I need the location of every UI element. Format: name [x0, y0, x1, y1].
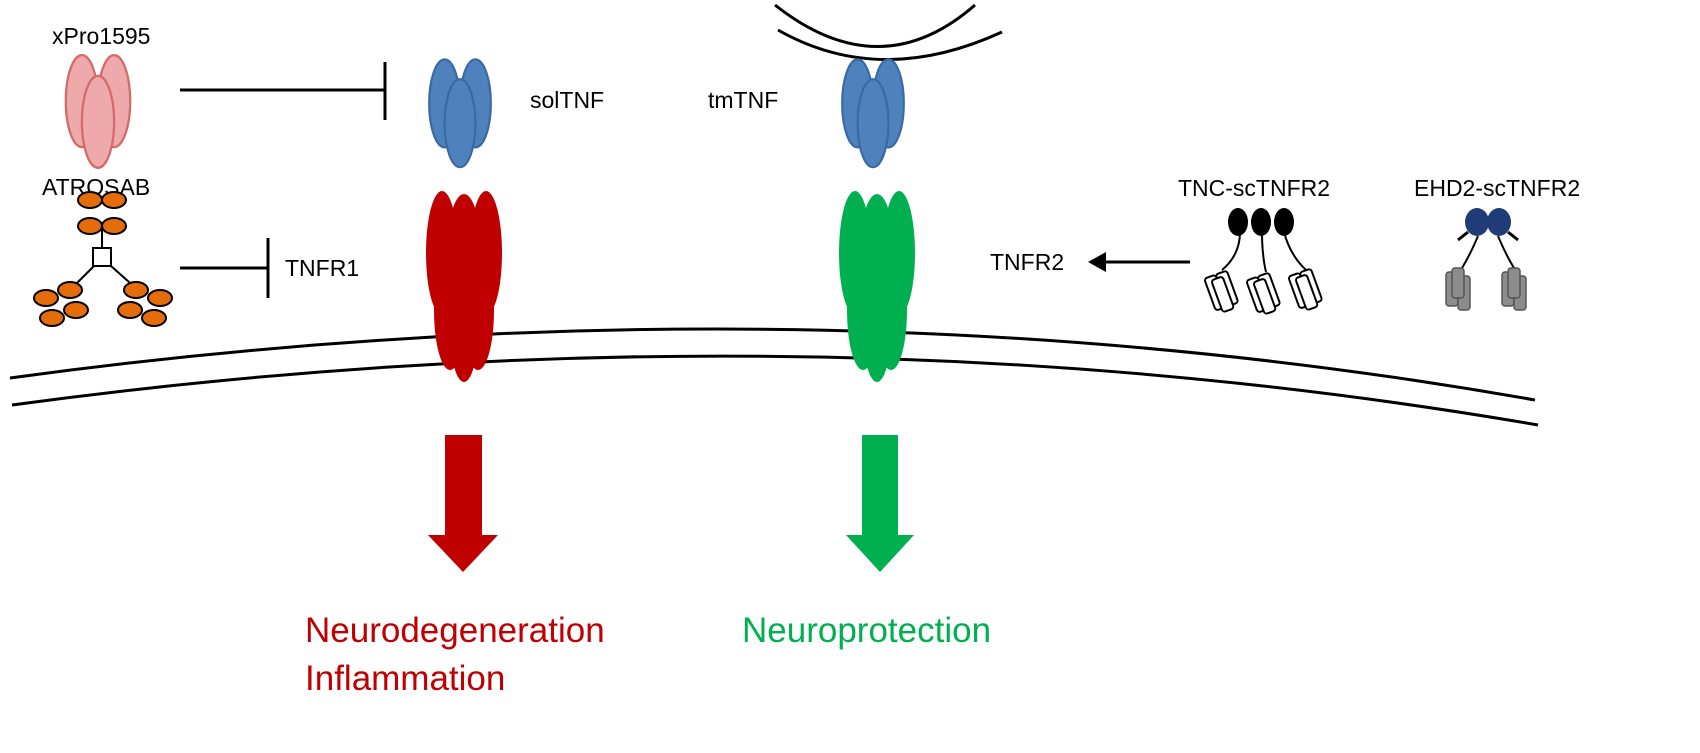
- tnfr1-outcome-arrow: [428, 435, 498, 572]
- neuroprotection-label: Neuroprotection: [742, 611, 991, 650]
- xpro-inhibition-line: [180, 62, 387, 120]
- upper-cell-membrane: [774, 3, 1003, 61]
- atrosab-antibody-icon: [33, 191, 173, 327]
- ehd2-sctnfr2-icon: [1445, 208, 1527, 311]
- tnc-sctnfr2-icon: [1203, 208, 1324, 316]
- soltnf-trimer-icon: [428, 58, 492, 169]
- tmtnf-trimer-icon: [841, 58, 905, 169]
- ehd2-sctnfr2-label: EHD2-scTNFR2: [1414, 175, 1580, 201]
- cell-membrane: [9, 327, 1539, 427]
- atrosab-inhibition-line: [180, 238, 270, 298]
- soltnf-label: solTNF: [530, 87, 604, 113]
- tnfr2-label: TNFR2: [990, 249, 1064, 275]
- inflammation-label: Inflammation: [305, 659, 505, 698]
- tnfr2-activation-arrow: [1088, 252, 1190, 272]
- tmtnf-label: tmTNF: [708, 87, 778, 113]
- tnc-sctnfr2-label: TNC-scTNFR2: [1178, 175, 1330, 201]
- tnfr2-outcome-arrow: [846, 435, 914, 572]
- tnfr1-receptor-icon: [426, 191, 502, 382]
- neurodegeneration-label: Neurodegeneration: [305, 611, 605, 650]
- xpro1595-label: xPro1595: [52, 23, 150, 49]
- tnfr1-label: TNFR1: [285, 255, 359, 281]
- xpro1595-trimer-icon: [64, 53, 132, 169]
- tnfr2-receptor-icon: [839, 191, 915, 382]
